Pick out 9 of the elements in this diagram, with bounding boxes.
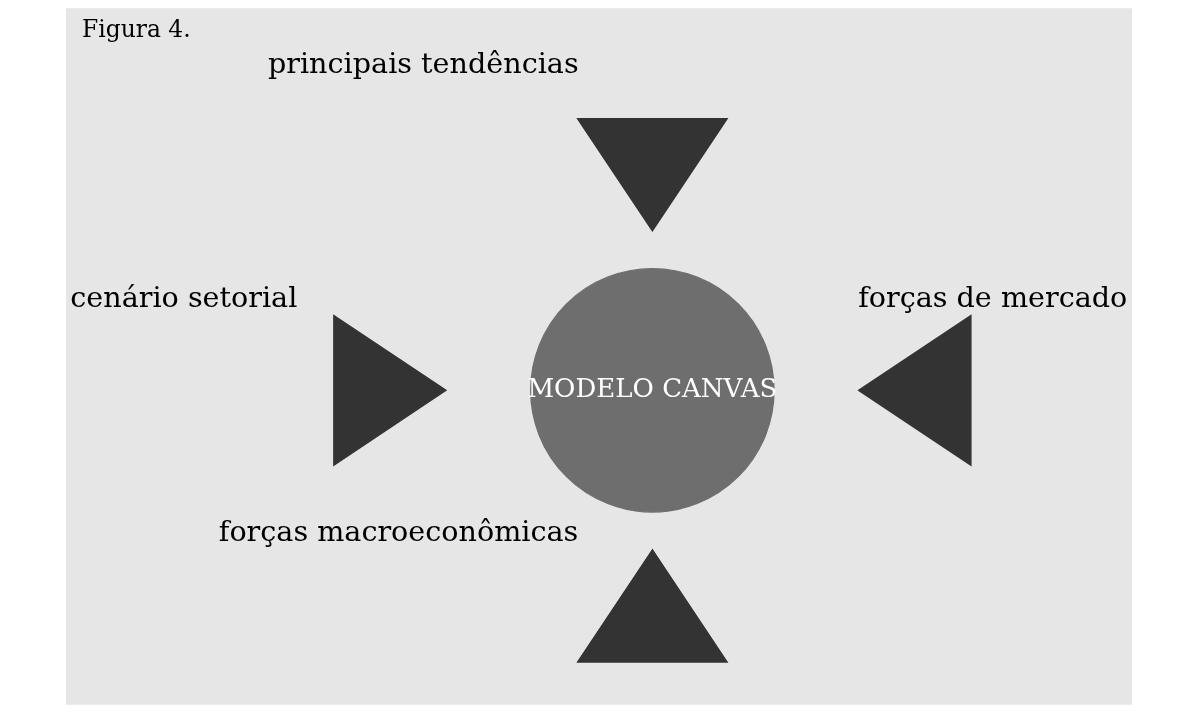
node-label: cenário setorial: [70, 280, 298, 315]
node-label: forças de mercado: [858, 280, 1128, 315]
node-label: forças macroeconômicas: [218, 514, 579, 549]
node-triangle: [857, 314, 972, 467]
node-triangle: [576, 548, 729, 663]
node-triangle: [576, 117, 729, 233]
node-triangle: [333, 314, 448, 467]
node-label: principais tendências: [267, 45, 579, 80]
diagram-title: Figura 4.: [81, 15, 191, 44]
